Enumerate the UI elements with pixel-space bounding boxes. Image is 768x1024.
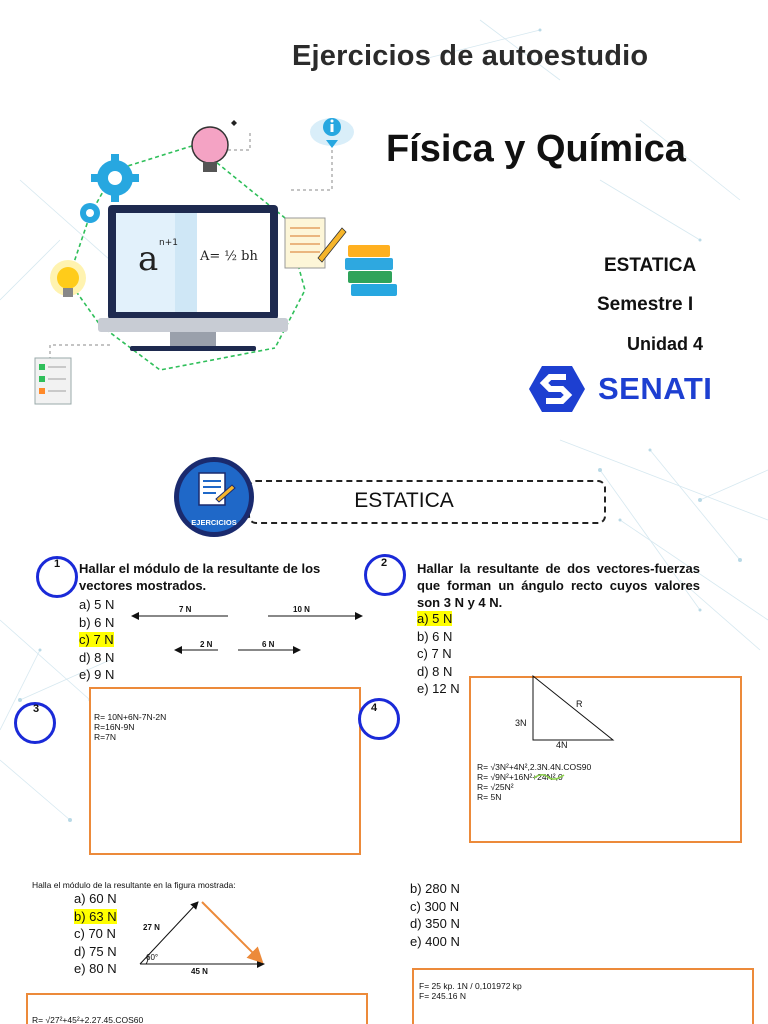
section-title: ESTATICA — [354, 489, 454, 512]
q1-option-e[interactable]: e) 9 N — [79, 667, 115, 682]
q4-option-c[interactable]: c) 300 N — [410, 898, 460, 914]
question-3-number: 3 — [33, 703, 40, 715]
q4-option-e[interactable]: e) 400 N — [410, 933, 460, 949]
exercises-badge-label: EJERCICIOS — [191, 518, 237, 527]
q2-work: R= √3N²+4N²,2.3N.4N.COS90 R= √9N²+16N²+2… — [477, 762, 591, 802]
monitor-icon — [98, 205, 288, 351]
q1-option-d[interactable]: d) 8 N — [79, 649, 115, 665]
question-2-circle — [364, 554, 406, 596]
q3-answer-box — [89, 687, 361, 855]
subject-title: Física y Química — [386, 128, 686, 170]
q2-option-e[interactable]: e) 12 N — [417, 681, 460, 696]
q5-side-label: 27 N — [143, 923, 160, 932]
q5-option-d[interactable]: d) 75 N — [74, 943, 117, 959]
q1-option-a[interactable]: a) 5 N — [79, 597, 115, 612]
q2-option-b[interactable]: b) 6 N — [417, 628, 453, 644]
q2-option-a[interactable]: a) 5 N — [417, 611, 453, 626]
q1-vector-label-4: 6 N — [262, 640, 275, 649]
q5-work-line: R= √27²+45²+2.27.45.COS60 — [32, 1015, 144, 1024]
question-1-text: Hallar el módulo de la resultante de los… — [79, 561, 321, 593]
q3-work-line: R=16N-9N — [94, 722, 135, 732]
q5-angle-label: 60° — [146, 953, 159, 962]
question-1-number: 1 — [54, 558, 61, 570]
question-2-text: Hallar la resultante de dos vectores-fue… — [417, 561, 700, 610]
info-download-icon — [310, 118, 354, 148]
q4-work-line: F= 25 kp. 1N / 0,101972 kp — [419, 981, 522, 991]
q5-option-b[interactable]: b) 63 N — [74, 908, 117, 924]
q3-work-line: R= 10N+6N-7N-2N — [94, 712, 167, 722]
q2-triangle-leg-v: 3N — [515, 718, 527, 728]
question-1-options: a) 5 N b) 6 N c) 7 N d) 8 N e) 9 N — [79, 596, 114, 684]
question-5-options: a) 60 N b) 63 N c) 70 N d) 75 N e) 80 N — [74, 890, 117, 978]
q5-answer-box — [26, 993, 368, 1024]
q1-vector-label-2: 10 N — [293, 605, 310, 614]
q3-work-line: R=7N — [94, 732, 116, 742]
q1-vector-label-3: 2 N — [200, 640, 213, 649]
topic-label: ESTATICA — [604, 255, 697, 276]
q4-work-line: F= 245.16 N — [419, 991, 467, 1001]
q5-option-c[interactable]: c) 70 N — [74, 926, 116, 941]
notepad-icon — [284, 217, 347, 269]
q2-scribble-mark — [533, 774, 565, 780]
formula-a: a — [138, 239, 158, 279]
senati-logo-icon — [529, 366, 585, 412]
q1-option-c[interactable]: c) 7 N — [79, 632, 114, 647]
q1-option-b[interactable]: b) 6 N — [79, 614, 115, 630]
q5-base-label: 45 N — [191, 967, 208, 976]
q2-triangle-diagram — [532, 674, 615, 741]
q2-work-line: R= √25N² — [477, 782, 514, 792]
q2-answer-box — [469, 676, 742, 843]
q1-vector-diagram — [131, 612, 363, 654]
formula-area: A= ½ bh — [199, 249, 258, 264]
gear-icon — [80, 154, 139, 223]
q5-option-a[interactable]: a) 60 N — [74, 891, 117, 906]
q3-work: R= 10N+6N-7N-2N R=16N-9N R=7N — [94, 712, 166, 742]
education-illustration: a n+1 A= ½ bh — [34, 118, 397, 405]
brain-bulb-icon — [191, 120, 237, 172]
q4-work: F= 25 kp. 1N / 0,101972 kp F= 245.16 N — [419, 981, 522, 1001]
q2-triangle-leg-h: 4N — [556, 740, 568, 750]
question-2-number: 2 — [381, 557, 388, 569]
exercises-icon — [174, 457, 254, 537]
unit-label: Unidad 4 — [627, 334, 704, 354]
question-4-circle — [358, 698, 400, 740]
books-icon — [345, 245, 397, 296]
q2-work-line: R= √3N²+4N²,2.3N.4N.COS90 — [477, 762, 592, 772]
q2-work-line: R= 5N — [477, 792, 502, 802]
lightbulb-icon — [50, 260, 86, 297]
q2-option-d[interactable]: d) 8 N — [417, 663, 453, 679]
exercises-badge: EJERCICIOS — [172, 455, 256, 539]
q2-option-c[interactable]: c) 7 N — [417, 646, 452, 661]
semester-label: Semestre I — [597, 294, 694, 315]
q5-option-e[interactable]: e) 80 N — [74, 961, 117, 976]
checklist-icon — [34, 357, 72, 405]
q4-option-d[interactable]: d) 350 N — [410, 916, 460, 931]
question-5-text: Halla el módulo de la resultante en la f… — [32, 880, 236, 890]
q4-option-b[interactable]: b) 280 N — [410, 881, 460, 896]
q4-answer-box — [412, 968, 754, 1024]
formula-a-exponent: n+1 — [159, 238, 178, 248]
document-title: Ejercicios de autoestudio — [292, 40, 649, 72]
question-4-options: b) 280 N c) 300 N d) 350 N e) 400 N — [410, 880, 460, 950]
question-1-circle — [36, 556, 78, 598]
q2-work-line: R= √9N²+16N²+24N²,0 — [477, 772, 563, 782]
q1-vector-label-1: 7 N — [179, 605, 192, 614]
q2-triangle-hyp: R — [576, 699, 583, 709]
question-4-number: 4 — [371, 702, 378, 714]
brand-name: SENATI — [598, 371, 713, 406]
question-2-options: a) 5 N b) 6 N c) 7 N d) 8 N e) 12 N — [417, 610, 460, 698]
question-3-circle — [14, 702, 56, 744]
q5-vector-diagram — [139, 901, 265, 968]
